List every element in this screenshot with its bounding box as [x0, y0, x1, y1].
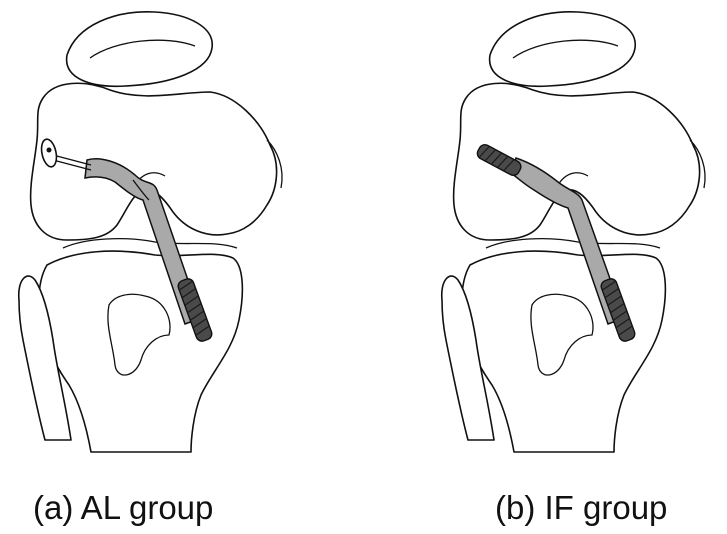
knee-diagram-al — [5, 0, 305, 460]
figure-al-group — [5, 0, 305, 460]
patella — [490, 12, 636, 86]
caption-al-group: (a) AL group — [33, 488, 213, 528]
tibia — [39, 251, 243, 452]
caption-if-group: (b) IF group — [495, 488, 667, 528]
knee-diagram-if — [428, 0, 727, 460]
tibia — [462, 251, 666, 452]
patella — [67, 12, 213, 86]
figure-if-group — [428, 0, 727, 460]
